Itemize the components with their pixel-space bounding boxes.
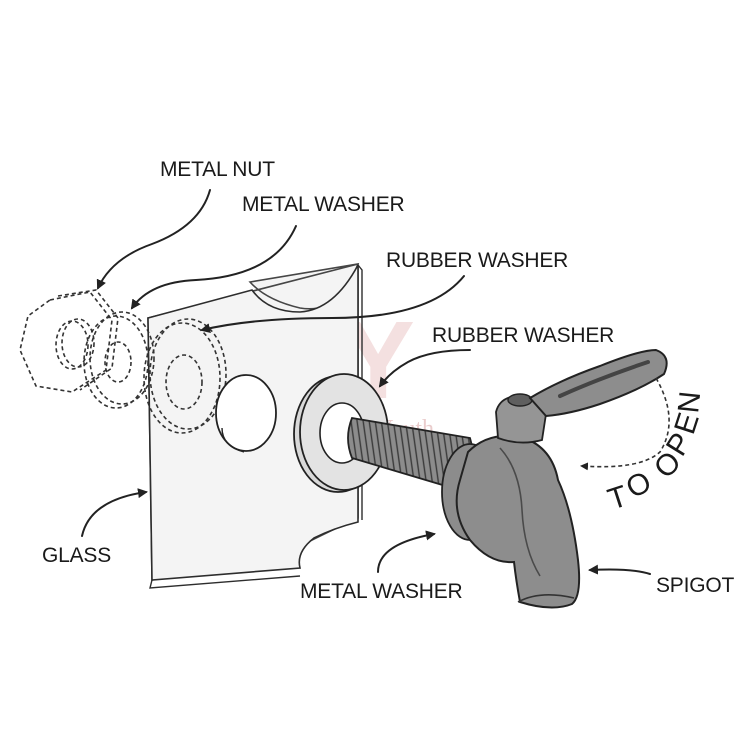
- label-rubber-washer-1: RUBBER WASHER: [386, 249, 568, 272]
- glass-hole: [215, 374, 277, 453]
- label-glass: GLASS: [42, 544, 111, 567]
- label-rubber-washer-2: RUBBER WASHER: [432, 324, 614, 347]
- label-spigot: SPIGOT: [656, 574, 735, 597]
- arrow-glass: [81, 488, 148, 537]
- label-to-open: T O O P E N: [604, 390, 707, 517]
- leader-arrows: [81, 189, 651, 575]
- arrow-spigot: [588, 564, 651, 575]
- metal-nut-part: [19, 289, 119, 393]
- arrow-metal-nut: [96, 189, 211, 290]
- label-metal-washer-top: METAL WASHER: [242, 193, 405, 216]
- arrow-rubber-washer-1: [200, 275, 465, 333]
- to-open-letter: N: [672, 390, 707, 415]
- arrow-metal-washer-top: [130, 225, 297, 310]
- metal-washer-top-part: [83, 311, 155, 409]
- arrow-rubber-washer-2: [378, 349, 471, 388]
- label-metal-nut: METAL NUT: [160, 158, 275, 181]
- rotation-arrow: [580, 377, 670, 471]
- labels: METAL NUT METAL WASHER RUBBER WASHER RUB…: [42, 158, 735, 603]
- label-metal-washer-bottom: METAL WASHER: [300, 580, 463, 603]
- spigot-body: [455, 348, 668, 609]
- arrow-metal-washer-bottom: [377, 530, 436, 573]
- rubber-washer-1-part: [143, 318, 227, 434]
